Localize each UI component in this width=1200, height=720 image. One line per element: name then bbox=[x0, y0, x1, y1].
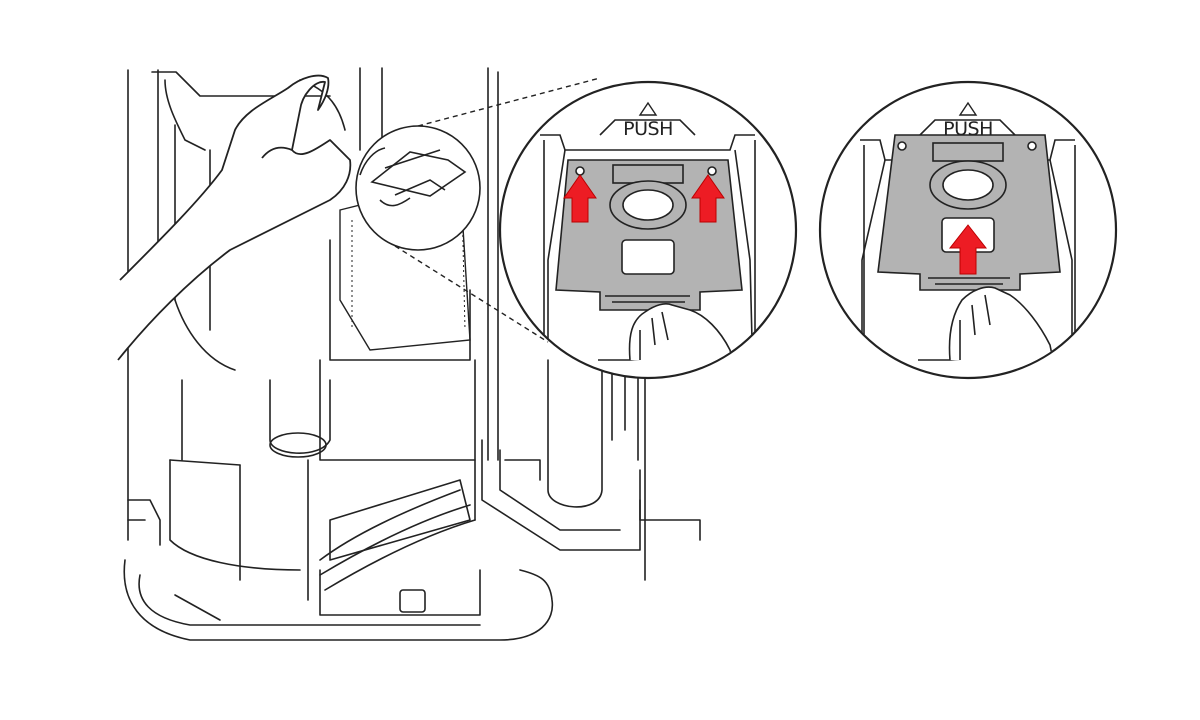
push-label-left: PUSH bbox=[623, 118, 673, 140]
push-triangle-icon bbox=[958, 101, 978, 116]
arrow-up-icon bbox=[691, 174, 725, 223]
hand-icon bbox=[117, 74, 352, 361]
arrow-up-icon bbox=[948, 224, 988, 275]
detail-circle-step-1: PUSH bbox=[498, 80, 798, 380]
detail-circle-step-2: PUSH bbox=[818, 80, 1118, 380]
push-triangle-icon bbox=[638, 101, 658, 116]
arrow-up-icon bbox=[563, 174, 597, 223]
zoom-connector bbox=[355, 77, 601, 343]
push-label-right: PUSH bbox=[943, 118, 993, 140]
